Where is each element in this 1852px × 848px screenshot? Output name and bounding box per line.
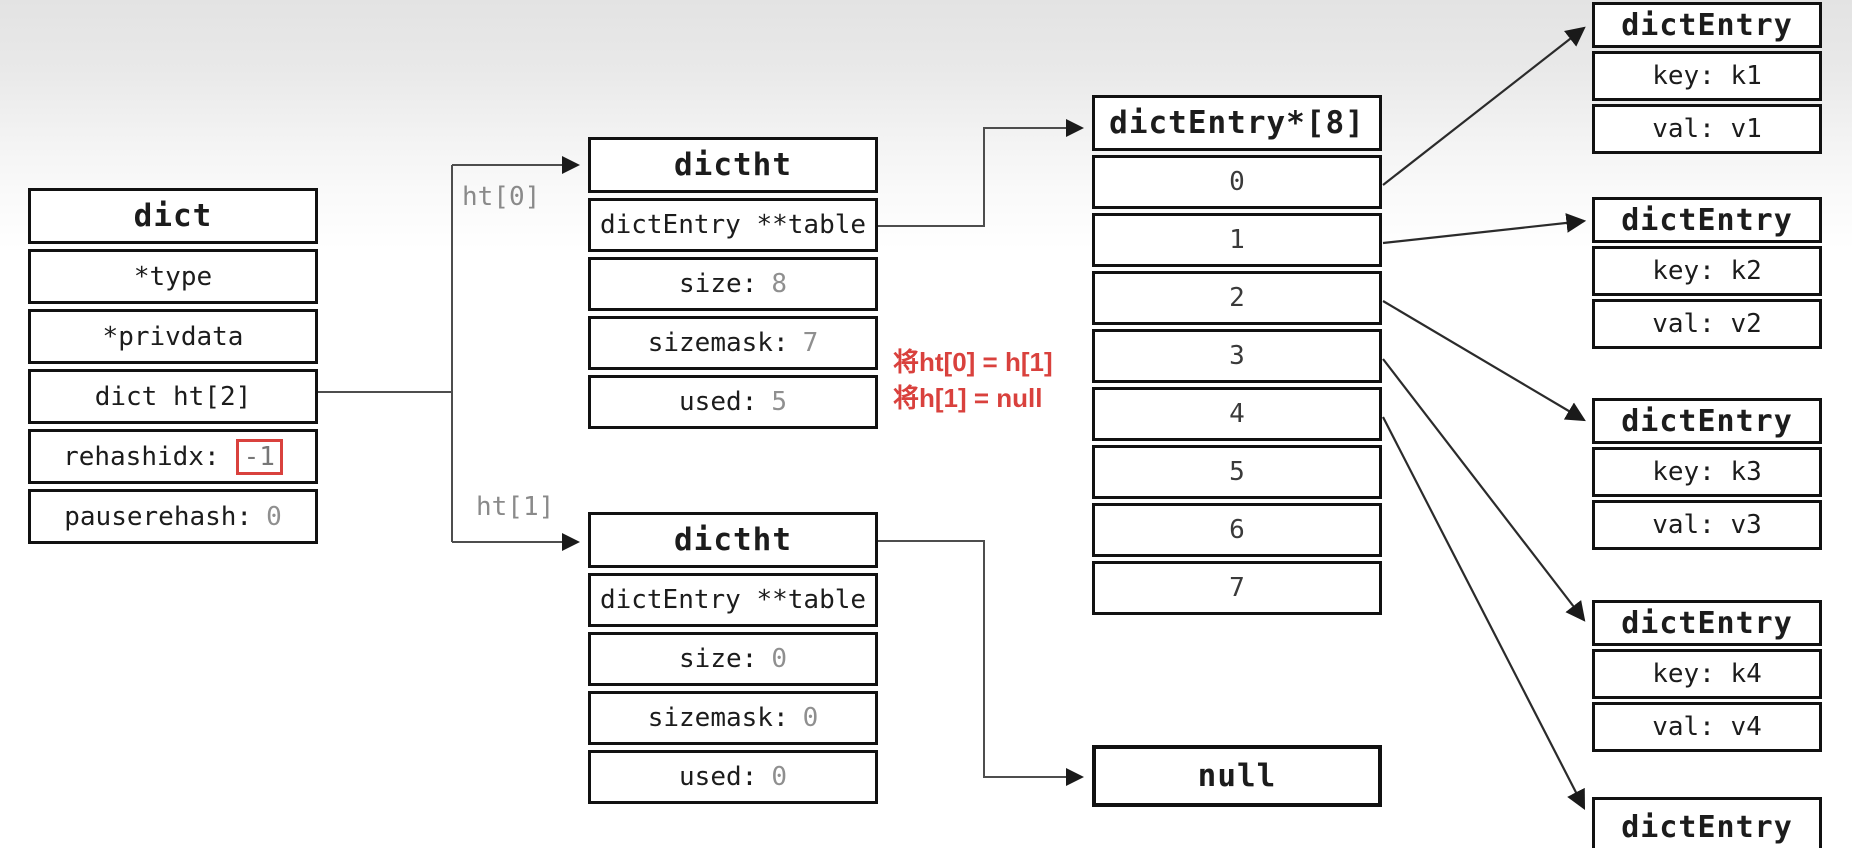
dictht-top-title: dictht <box>588 137 878 193</box>
used-value: 0 <box>771 762 787 792</box>
arrow-table-to-null <box>877 540 1084 786</box>
entry1-key: key: k1 <box>1592 51 1822 101</box>
entry1-title: dictEntry <box>1592 2 1822 48</box>
arrow-slot4-to-entry5 <box>1382 416 1586 810</box>
dictht-bottom-used-row: used: 0 <box>588 750 878 804</box>
dict-struct-box: dict *type *privdata dict ht[2] rehashid… <box>28 188 318 544</box>
used-label: used: <box>679 387 758 417</box>
bucket-slot-6: 6 <box>1092 503 1382 557</box>
dict-row-ht: dict ht[2] <box>28 369 318 424</box>
null-box: null <box>1092 745 1382 807</box>
entry4-title: dictEntry <box>1592 600 1822 646</box>
dict-entry-2: dictEntry key: k2 val: v2 <box>1592 197 1822 349</box>
dictht-bottom-title: dictht <box>588 512 878 568</box>
arrow-slot0-to-entry1 <box>1382 26 1586 186</box>
dictht-bottom-box: dictht dictEntry **table size: 0 sizemas… <box>588 512 878 804</box>
dict-row-privdata: *privdata <box>28 309 318 364</box>
used-label: used: <box>679 762 758 792</box>
dictht-bottom-sizemask-row: sizemask: 0 <box>588 691 878 745</box>
ht0-pointer-label: ht[0] <box>462 182 541 212</box>
dict-entry-1: dictEntry key: k1 val: v1 <box>1592 2 1822 154</box>
dict-row-rehashidx: rehashidx: -1 <box>28 429 318 484</box>
pauserehash-label: pauserehash: <box>64 501 253 532</box>
rehash-annotation: 将ht[0] = h[1] 将h[1] = null <box>893 344 1053 416</box>
bucket-slot-2: 2 <box>1092 271 1382 325</box>
arrow-slot3-to-entry4 <box>1382 358 1586 622</box>
bucket-slot-5: 5 <box>1092 445 1382 499</box>
null-label: null <box>1092 745 1382 807</box>
bucket-slot-4: 4 <box>1092 387 1382 441</box>
bucket-array-box: dictEntry*[8] 0 1 2 3 4 5 6 7 <box>1092 95 1382 615</box>
bucket-slot-3: 3 <box>1092 329 1382 383</box>
size-label: size: <box>679 269 758 299</box>
dictht-top-table-row: dictEntry **table <box>588 198 878 252</box>
sizemask-label: sizemask: <box>647 328 789 358</box>
dict-entry-4: dictEntry key: k4 val: v4 <box>1592 600 1822 752</box>
dict-entry-5: dictEntry <box>1592 797 1822 848</box>
rehash-annotation-line2: 将h[1] = null <box>893 383 1043 413</box>
entry5-title: dictEntry <box>1592 797 1822 848</box>
entry2-val: val: v2 <box>1592 299 1822 349</box>
bucket-slot-0: 0 <box>1092 155 1382 209</box>
rehash-annotation-line1: 将ht[0] = h[1] <box>893 347 1053 377</box>
rehashidx-value-highlight: -1 <box>235 438 283 475</box>
entry1-val: val: v1 <box>1592 104 1822 154</box>
dictht-top-box: dictht dictEntry **table size: 8 sizemas… <box>588 137 878 429</box>
bucket-slot-1: 1 <box>1092 213 1382 267</box>
sizemask-value: 0 <box>802 703 819 733</box>
dict-row-pauserehash: pauserehash: 0 <box>28 489 318 544</box>
entry3-title: dictEntry <box>1592 398 1822 444</box>
size-value: 0 <box>771 644 787 674</box>
size-label: size: <box>679 644 758 674</box>
used-value: 5 <box>771 387 787 417</box>
entry3-key: key: k3 <box>1592 447 1822 497</box>
dictht-top-size-row: size: 8 <box>588 257 878 311</box>
dictht-top-used-row: used: 5 <box>588 375 878 429</box>
dictht-bottom-size-row: size: 0 <box>588 632 878 686</box>
arrow-slot1-to-entry2 <box>1382 213 1587 245</box>
dict-entry-3: dictEntry key: k3 val: v3 <box>1592 398 1822 550</box>
sizemask-label: sizemask: <box>647 703 789 733</box>
bucket-slot-7: 7 <box>1092 561 1382 615</box>
entry3-val: val: v3 <box>1592 500 1822 550</box>
sizemask-value: 7 <box>802 328 819 358</box>
dictht-bottom-table-row: dictEntry **table <box>588 573 878 627</box>
entry4-key: key: k4 <box>1592 649 1822 699</box>
pauserehash-value: 0 <box>266 501 282 532</box>
entry2-title: dictEntry <box>1592 197 1822 243</box>
entry2-key: key: k2 <box>1592 246 1822 296</box>
arrow-table-to-array <box>877 119 1084 227</box>
dict-title: dict <box>28 188 318 244</box>
bucket-array-title: dictEntry*[8] <box>1092 95 1382 151</box>
rehashidx-label: rehashidx: <box>63 441 220 472</box>
dict-row-type: *type <box>28 249 318 304</box>
size-value: 8 <box>771 269 787 299</box>
entry4-val: val: v4 <box>1592 702 1822 752</box>
ht1-pointer-label: ht[1] <box>476 492 555 522</box>
dictht-top-sizemask-row: sizemask: 7 <box>588 316 878 370</box>
arrow-slot2-to-entry3 <box>1382 300 1586 422</box>
